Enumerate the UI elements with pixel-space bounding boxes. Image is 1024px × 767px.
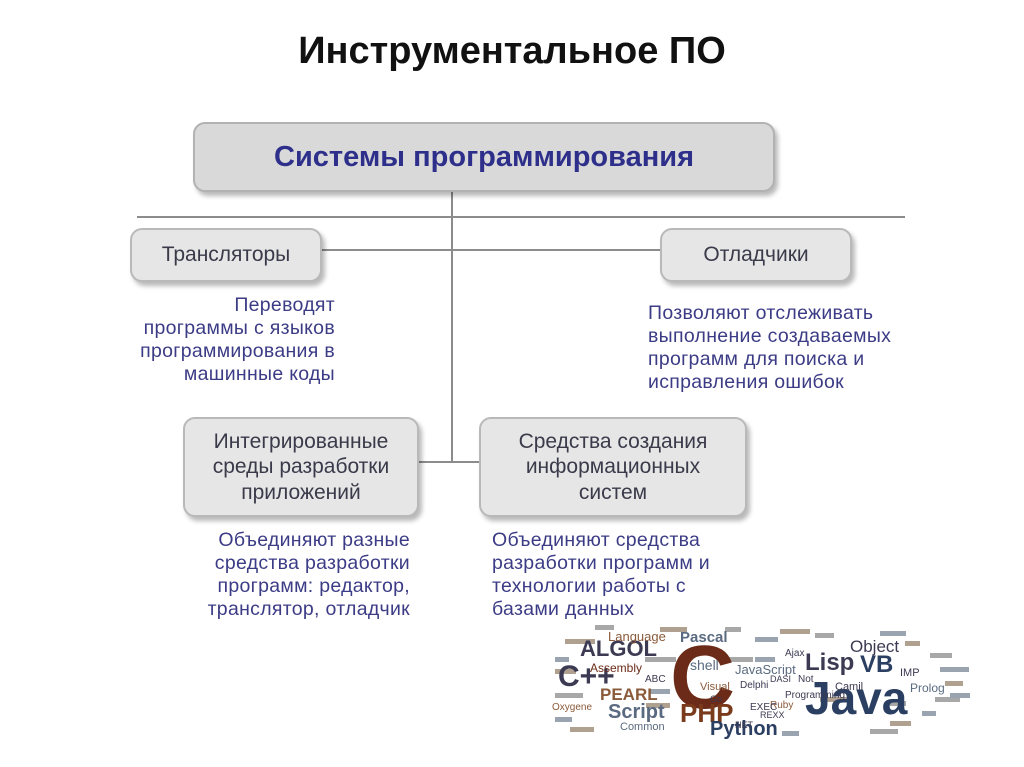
word-cloud-filler <box>555 657 569 662</box>
word-cloud-filler <box>555 693 583 698</box>
word-cloud-filler <box>870 729 898 734</box>
word-cloud-word: Oxygene <box>552 702 592 713</box>
word-cloud-filler <box>935 697 960 702</box>
word-cloud-word: C <box>670 628 735 728</box>
word-cloud-filler <box>922 711 936 716</box>
translators-box: Трансляторы <box>130 228 322 282</box>
word-cloud-filler <box>890 701 906 706</box>
word-cloud-word: IMP <box>900 667 920 679</box>
word-cloud-filler <box>880 631 906 636</box>
word-cloud-word: JavaScript <box>735 662 796 677</box>
word-cloud-word: Not <box>798 674 814 685</box>
ide-box: Интегрированные среды разработки приложе… <box>183 417 419 517</box>
debuggers-label: Отладчики <box>703 243 809 267</box>
word-cloud-filler <box>646 703 670 708</box>
word-cloud-filler <box>940 667 969 672</box>
word-cloud-filler <box>645 657 676 662</box>
word-cloud-word: C++ <box>558 660 615 693</box>
word-cloud-word: Language <box>608 629 666 644</box>
word-cloud-word: PHP <box>680 698 733 728</box>
word-cloud-word: EXEC <box>750 702 777 713</box>
word-cloud-word: Programming <box>785 690 845 701</box>
word-cloud-word: Common <box>620 721 665 733</box>
word-cloud-word: Prolog <box>910 681 945 695</box>
word-cloud-word: Go <box>710 694 722 704</box>
info-systems-description: Объединяют средства разработки программ … <box>492 529 710 620</box>
slide-title: Инструментальное ПО <box>298 30 726 72</box>
word-cloud-word: DASI <box>770 674 791 684</box>
word-cloud-word: PEARL <box>600 685 658 704</box>
word-cloud-filler <box>722 657 753 662</box>
word-cloud-word: Camil <box>835 681 863 693</box>
debuggers-box: Отладчики <box>660 228 852 282</box>
word-cloud-word: shell <box>690 657 719 673</box>
word-cloud-filler <box>570 727 594 732</box>
word-cloud-filler <box>930 653 952 658</box>
word-cloud-word: Ajax <box>785 648 804 659</box>
word-cloud-filler <box>945 681 963 686</box>
word-cloud-filler <box>555 669 576 674</box>
word-cloud-filler <box>905 641 920 646</box>
word-cloud-word: Java <box>805 672 908 724</box>
word-cloud-filler <box>950 693 970 698</box>
word-cloud-filler <box>820 697 847 702</box>
word-cloud-word: Assembly <box>590 661 642 675</box>
word-cloud-filler <box>595 625 614 630</box>
word-cloud-word: Lisp <box>805 649 854 676</box>
word-cloud-filler <box>755 657 775 662</box>
word-cloud-word: Script <box>608 701 665 723</box>
word-cloud-word: VB <box>860 651 893 678</box>
info-systems-label: Средства создания информационных систем <box>518 430 708 504</box>
translators-description: Переводят программы с языков программиро… <box>140 294 335 385</box>
word-cloud-filler <box>650 689 670 694</box>
debuggers-description: Позволяют отслеживать выполнение создава… <box>648 302 892 393</box>
word-cloud-word: Pascal <box>680 629 728 646</box>
word-cloud-filler <box>780 629 810 634</box>
programming-systems-box: Системы программирования <box>193 122 775 192</box>
ide-label: Интегрированные среды разработки приложе… <box>212 430 390 504</box>
word-cloud-word: Visual <box>700 681 730 693</box>
word-cloud-filler <box>890 721 911 726</box>
info-systems-box: Средства создания информационных систем <box>479 417 747 517</box>
word-cloud-filler <box>565 639 595 644</box>
ide-description: Объединяют разные средства разработки пр… <box>207 529 410 620</box>
word-cloud-filler <box>555 717 572 722</box>
word-cloud-word: Object <box>850 637 899 656</box>
word-cloud-filler <box>755 637 778 642</box>
programming-systems-label: Системы программирования <box>274 140 694 173</box>
word-cloud-word: ALGOL <box>580 636 657 661</box>
word-cloud-word: Delphi <box>740 680 768 691</box>
word-cloud-filler <box>815 633 834 638</box>
translators-label: Трансляторы <box>161 243 291 267</box>
word-cloud-filler <box>660 627 687 632</box>
word-cloud-word: Python <box>710 718 778 740</box>
word-cloud-word: REXX <box>760 710 785 720</box>
word-cloud-word: Ruby <box>770 700 793 711</box>
word-cloud-filler <box>782 731 799 736</box>
word-cloud-word: NET <box>735 720 754 730</box>
word-cloud-filler <box>725 627 741 632</box>
word-cloud-word: ABC <box>645 674 666 685</box>
